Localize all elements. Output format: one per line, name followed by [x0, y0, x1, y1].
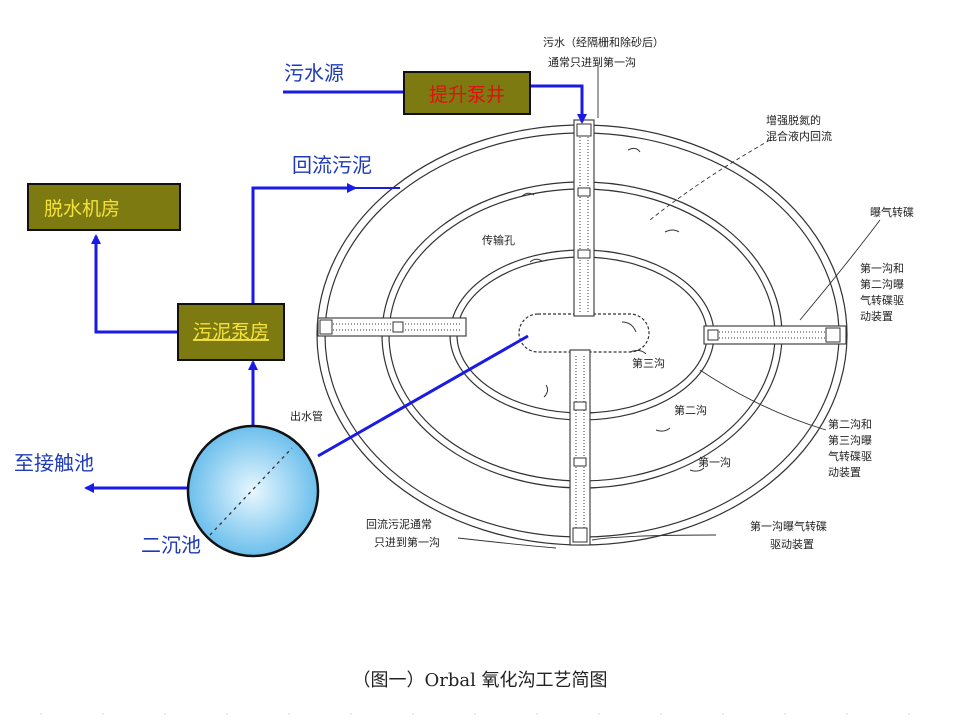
bridge-left: [317, 317, 467, 337]
drive-23-line-3: 气转碟驱: [828, 449, 872, 463]
channel-1-label: 第一沟: [698, 455, 731, 469]
internal-recycle-line-2: 混合液内回流: [766, 129, 832, 143]
secondary-clarifier-label: 二沉池: [141, 533, 201, 557]
bridge-top: [573, 119, 595, 317]
to-contact-tank-label: 至接触池: [14, 451, 94, 475]
drive-23-line-2: 第三沟曝: [828, 433, 872, 447]
flow-lines: [84, 84, 587, 493]
outlet-pipe-label: 出水管: [290, 409, 323, 423]
lift-pump-well-box: 提升泵井: [403, 71, 531, 115]
pumproom-to-dewatering-line: [91, 234, 208, 334]
return-note-line-2: 只进到第一沟: [374, 535, 440, 549]
clarifier-scraper: [209, 447, 293, 536]
drive-1-line-2: 驱动装置: [770, 538, 814, 551]
sludge-pump-room-label: 污泥泵房: [193, 321, 269, 343]
drive-23-line-4: 动装置: [828, 466, 861, 479]
lift-to-ditch-line: [530, 84, 587, 124]
sewage-note-line-1: 污水（经隔栅和除砂后）: [543, 35, 664, 49]
drive-23-line-1: 第二沟和: [828, 417, 872, 431]
leader-lines: [457, 62, 881, 549]
aeration-disc-label: 曝气转碟: [870, 205, 914, 219]
lift-pump-well-label: 提升泵井: [429, 84, 505, 106]
drive-12-line-1: 第一沟和: [860, 261, 904, 275]
dewatering-room-label: 脱水机房: [44, 198, 120, 220]
secondary-clarifier: [186, 424, 320, 558]
dewatering-room-box: 脱水机房: [27, 183, 181, 231]
bridge-bottom-drive: [572, 527, 588, 543]
return-sludge-label: 回流污泥: [292, 153, 372, 177]
drive-12-line-4: 动装置: [860, 310, 893, 323]
drive-12-line-2: 第二沟曝: [860, 277, 904, 291]
bridge-top-drive: [576, 123, 592, 137]
channel-2-label: 第二沟: [674, 403, 707, 417]
outlet-pipe-line: [317, 334, 529, 458]
drive-1-line-1: 第一沟曝气转碟: [750, 519, 827, 533]
transfer-hole-label: 传输孔: [482, 233, 515, 247]
internal-recycle-line-1: 增强脱氮的: [766, 113, 821, 127]
return-note-line-1: 回流污泥通常: [366, 517, 432, 531]
channel-3-label: 第三沟: [632, 356, 665, 370]
sewage-source-label: 污水源: [284, 61, 344, 85]
flow-direction-marks: [521, 147, 705, 472]
sludge-pump-room-box: 污泥泵房: [177, 303, 285, 361]
bridge-bottom: [569, 349, 591, 546]
figure-caption: （图一）Orbal 氧化沟工艺简图: [352, 670, 607, 691]
central-island: [518, 313, 650, 353]
return-sludge-line: [251, 183, 357, 304]
drive-12-line-3: 气转碟驱: [860, 293, 904, 307]
sewage-note-line-2: 通常只进到第一沟: [548, 55, 636, 69]
bridge-right: [703, 325, 847, 345]
